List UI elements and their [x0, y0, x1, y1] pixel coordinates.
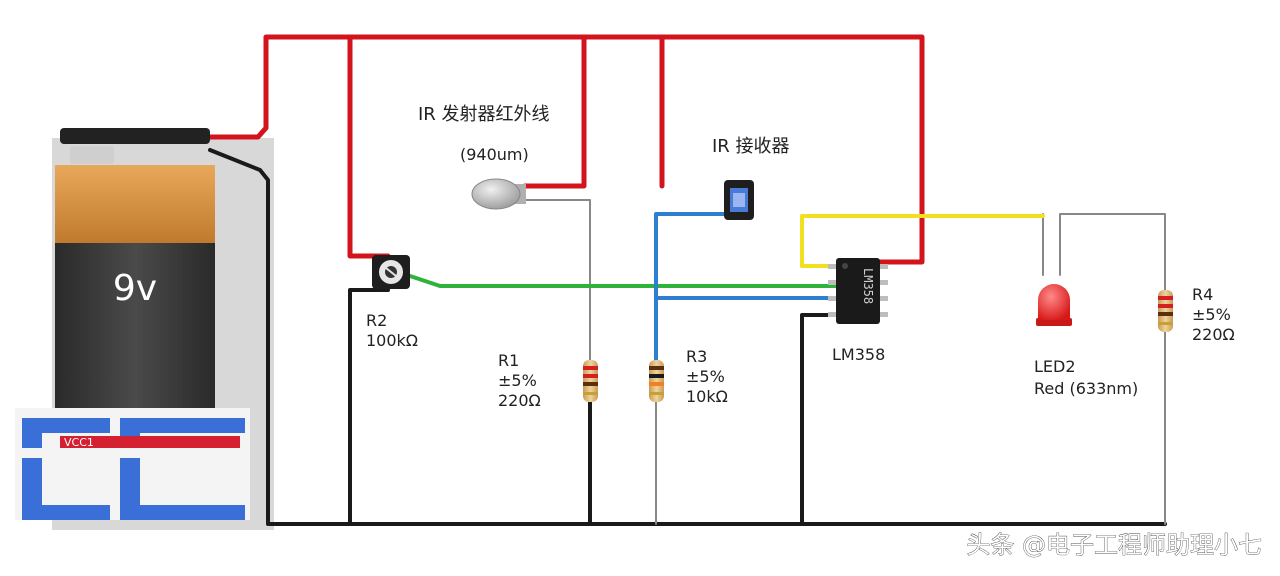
r2-name: R2 [366, 311, 387, 330]
r1-value: 220Ω [498, 391, 541, 410]
component-leads [524, 199, 1166, 525]
signal-wire-blue [654, 212, 840, 362]
logo-text: VCC1 [64, 436, 94, 449]
resistor-r1 [583, 360, 598, 402]
battery: 9v [55, 128, 215, 413]
ir-emitter-title: IR 发射器红外线 [418, 104, 550, 125]
r3-name: R3 [686, 347, 707, 366]
wires [207, 34, 1167, 526]
r2-value: 100kΩ [366, 331, 418, 350]
r4-tolerance: ±5% [1192, 305, 1231, 324]
r1-name: R1 [498, 351, 519, 370]
led-name: LED2 [1034, 357, 1076, 376]
potentiometer-r2 [372, 255, 410, 289]
battery-voltage-label: 9v [113, 268, 157, 309]
ir-receiver [724, 180, 754, 220]
ir-receiver-title: IR 接收器 [712, 136, 790, 157]
positive-wires [207, 34, 925, 265]
led-color: Red (633nm) [1034, 379, 1138, 398]
battery-terminal-pos [148, 144, 198, 164]
ic-lm358: LM358 [828, 258, 888, 324]
resistor-r4 [1158, 290, 1173, 332]
signal-wire-green [408, 274, 840, 288]
ir-emitter-wavelength: (940um) [460, 145, 529, 164]
watermark: 头条 @电子工程师助理小七 [966, 531, 1262, 559]
ground-wires [208, 148, 1167, 526]
ic-marking: LM358 [861, 268, 875, 304]
ic-name: LM358 [832, 345, 885, 364]
ir-emitter [471, 178, 526, 210]
r1-tolerance: ±5% [498, 371, 537, 390]
vcc-logo: VCC1 [15, 408, 250, 520]
resistor-r3 [649, 360, 664, 402]
r3-tolerance: ±5% [686, 367, 725, 386]
led-red [1036, 284, 1072, 326]
output-wire [800, 214, 1045, 268]
r4-value: 220Ω [1192, 325, 1235, 344]
r4-name: R4 [1192, 285, 1213, 304]
battery-terminal-neg [70, 146, 114, 164]
r3-value: 10kΩ [686, 387, 728, 406]
